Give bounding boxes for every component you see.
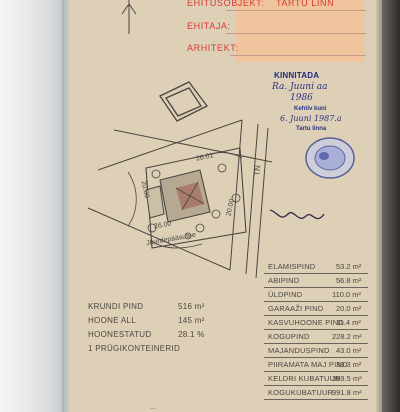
- area-value: 359.5 m²: [332, 374, 362, 383]
- street-abbrev: TN: [252, 164, 263, 177]
- dimension-arcs: [127, 152, 243, 249]
- area-label: PIIRAMATA MAJ PIND: [268, 360, 348, 369]
- lot-row-value: 145 m²: [178, 316, 205, 325]
- kinnitada-stamp: KINNITADA: [274, 71, 320, 80]
- area-label: KASVUHOONE PIND: [268, 318, 344, 327]
- row-divider: [264, 357, 368, 358]
- area-label: KOGUPIND: [268, 332, 310, 341]
- area-value: 991.8 m²: [332, 388, 362, 397]
- sheet-edge: [376, 0, 382, 412]
- area-label: ABIPIND: [268, 276, 300, 285]
- garage-block: [145, 185, 165, 219]
- row-divider: [264, 343, 368, 344]
- area-value: 56.8 m²: [336, 276, 362, 285]
- row-divider: [264, 287, 368, 288]
- row-divider: [264, 273, 368, 274]
- lot-row-value: 516 m²: [178, 302, 205, 311]
- arhitekt-label: ARHITEKT:: [187, 43, 239, 53]
- road-lines: [87, 119, 273, 279]
- lot-row-label: HOONESTATUD: [88, 330, 152, 339]
- house-footprint: [159, 169, 211, 223]
- north-arrow: [121, 0, 137, 34]
- neighbor-building: [159, 81, 208, 122]
- signer-line: Tartu linna: [296, 126, 327, 132]
- ehitusobjekt-label: EHITUSOBJEKT:: [187, 0, 265, 8]
- area-value: 53.2 m²: [336, 262, 362, 271]
- ink-signature-mark: [269, 209, 325, 220]
- lot-row-label: 1 PRÜGIKONTEINERID: [88, 344, 181, 353]
- background-edge: [382, 0, 400, 412]
- trees: [147, 163, 241, 240]
- area-label: KELDRI KUBATUUR: [268, 374, 341, 383]
- ehitaja-label: EHITAJA:: [187, 21, 231, 31]
- stamp-signature: Ra. Juuni aa: [272, 82, 328, 92]
- official-round-seal: [305, 137, 355, 179]
- lot-row-label: KRUNDI PIND: [88, 302, 144, 311]
- area-label: ÜLDPIND: [268, 290, 303, 299]
- row-divider: [264, 301, 368, 302]
- area-value: 20.0 m²: [336, 304, 362, 313]
- area-label: KOGUKUBATUUR: [268, 388, 334, 397]
- area-label: MAJANDUSPIND: [268, 346, 330, 355]
- area-value: 11.4 m²: [336, 318, 361, 327]
- area-value: 39.3 m²: [336, 360, 362, 369]
- header-underline: [230, 55, 366, 56]
- area-value: 228.2 m²: [332, 332, 362, 341]
- area-value: 43.0 m²: [336, 346, 362, 355]
- area-value: 110.0 m²: [332, 290, 362, 299]
- approval-date: 6. Juuni 1987.a: [280, 114, 342, 123]
- area-label: ELAMISPIND: [268, 262, 316, 271]
- footer-fragment: ...: [150, 404, 156, 411]
- ehitusobjekt-value: TARTU LINN: [276, 0, 335, 8]
- row-divider: [264, 399, 368, 400]
- lot-row-label: HOONE ALL: [88, 316, 137, 325]
- binder-page: [0, 0, 70, 412]
- lot-row-value: 28.1 %: [178, 330, 205, 339]
- row-divider: [264, 385, 368, 386]
- row-divider: [264, 329, 368, 330]
- stamp-year: 1986: [290, 93, 313, 103]
- header-underline: [226, 33, 366, 34]
- approval-label: Kehtiv kuni: [294, 106, 327, 112]
- binder-edge: [62, 0, 72, 412]
- row-divider: [264, 371, 368, 372]
- area-label: GARAAŽI PIND: [268, 304, 324, 313]
- header-underline: [226, 10, 366, 11]
- row-divider: [264, 315, 368, 316]
